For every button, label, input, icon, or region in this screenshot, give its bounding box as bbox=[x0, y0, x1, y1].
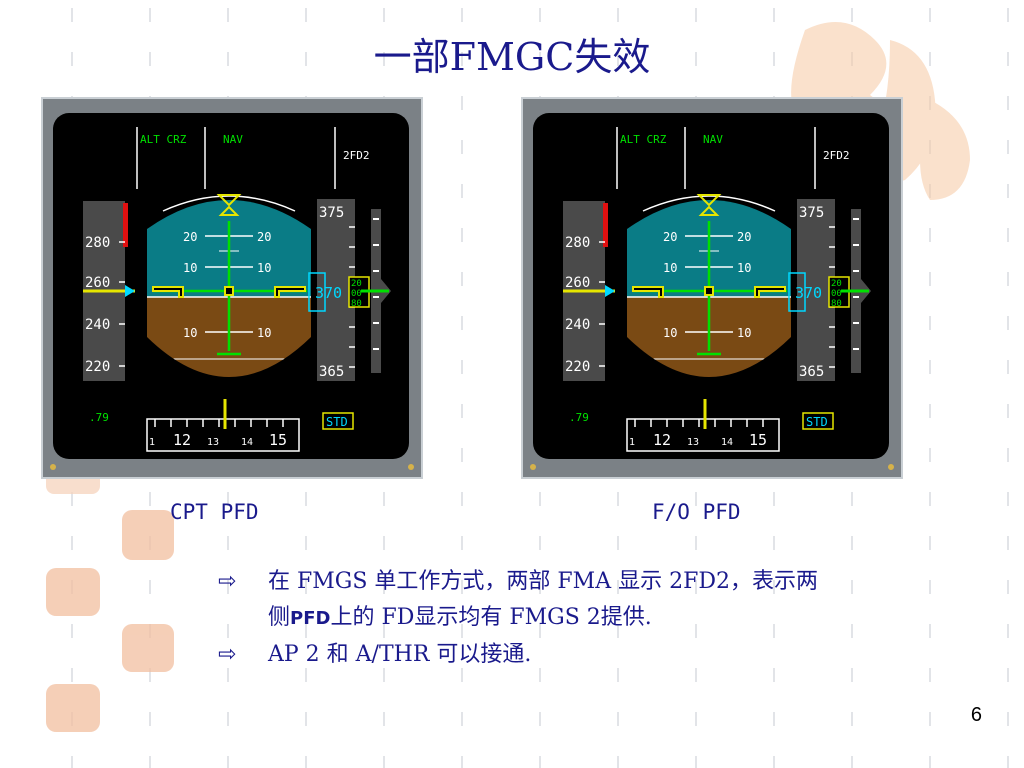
aircraft-wing-right bbox=[274, 286, 306, 298]
baro-setting: STD bbox=[806, 415, 828, 429]
altitude-tick-bottom: 365 bbox=[799, 364, 824, 380]
bank-pointer bbox=[696, 194, 722, 207]
fma-mode-alt: ALT CRZ bbox=[620, 133, 667, 146]
slide-title: 一部FMGC失效 bbox=[373, 35, 651, 79]
seal-stamp-icon bbox=[46, 470, 174, 732]
heading-tick-label: 1 bbox=[629, 437, 635, 448]
bullet-text-bold: PFD bbox=[290, 608, 331, 629]
pitch-label: 10 bbox=[257, 261, 271, 275]
altitude-tick-bottom: 365 bbox=[319, 364, 344, 380]
speed-tick-label: 260 bbox=[85, 275, 110, 291]
pitch-label: 20 bbox=[663, 230, 677, 244]
aircraft-center bbox=[224, 286, 234, 296]
altitude-tick-top: 375 bbox=[319, 205, 344, 221]
bullet-text-part: 上的 FD显示均有 FMGS 2提供. bbox=[330, 605, 652, 630]
speed-tick-label: 240 bbox=[85, 317, 110, 333]
page-number: 6 bbox=[970, 704, 982, 726]
heading-tape bbox=[626, 418, 780, 452]
fma-mode-nav: NAV bbox=[703, 133, 723, 146]
bullet-item: ⇨ 在 FMGS 单工作方式，两部 FMA 显示 2FD2，表示两 侧PFD上的… bbox=[218, 564, 938, 637]
altitude-drum-digit: 00 bbox=[831, 289, 842, 299]
speed-tick-label: 280 bbox=[565, 235, 590, 251]
heading-tick-label: 15 bbox=[749, 431, 767, 449]
mach-readout: .79 bbox=[89, 411, 109, 424]
heading-tick-label: 15 bbox=[269, 431, 287, 449]
heading-tick-label: 13 bbox=[207, 437, 219, 448]
screw bbox=[888, 464, 894, 470]
bullet-text-part: 在 FMGS 单工作方式，两部 FMA 显示 2FD2，表示两 bbox=[268, 569, 818, 594]
cpt-pfd-display: ALT CRZ NAV 2FD2 280 260 240 220 .79 20 20 10 10 10 1… bbox=[41, 97, 423, 479]
pitch-label: 20 bbox=[737, 230, 751, 244]
speed-tick-label: 280 bbox=[85, 235, 110, 251]
altitude-drum-digit: 20 bbox=[351, 279, 362, 289]
fma-mode-alt: ALT CRZ bbox=[140, 133, 187, 146]
bullet-text: AP 2 和 A/THR 可以接通. bbox=[268, 642, 532, 667]
altitude-target-box bbox=[788, 272, 806, 312]
vmax-band bbox=[603, 203, 608, 247]
pitch-label: 20 bbox=[183, 230, 197, 244]
fo-pfd-display: ALT CRZ NAV 2FD2 280 260 240 220 .79 20 20 10 10 10 1… bbox=[521, 97, 903, 479]
screw bbox=[408, 464, 414, 470]
cpt-pfd-caption: CPT PFD bbox=[170, 500, 259, 524]
baro-box bbox=[322, 412, 354, 430]
altitude-drum-digit: 80 bbox=[351, 299, 362, 309]
fma-fd-status: 2FD2 bbox=[823, 149, 850, 162]
pitch-label: 10 bbox=[663, 326, 677, 340]
screw bbox=[50, 464, 56, 470]
mach-readout: .79 bbox=[569, 411, 589, 424]
heading-tick-label: 14 bbox=[721, 437, 733, 448]
speed-tick-label: 240 bbox=[565, 317, 590, 333]
speed-tick-label: 220 bbox=[85, 359, 110, 375]
bullet-list: ⇨ 在 FMGS 单工作方式，两部 FMA 显示 2FD2，表示两 侧PFD上的… bbox=[218, 564, 938, 673]
pfd-svg: ALT CRZ NAV 2FD2 280 260 240 220 .79 20 20 10 10 10 1… bbox=[50, 113, 414, 470]
screw bbox=[530, 464, 536, 470]
fma-mode-nav: NAV bbox=[223, 133, 243, 146]
pitch-label: 10 bbox=[737, 326, 751, 340]
bullet-text: 在 FMGS 单工作方式，两部 FMA 显示 2FD2，表示两 侧PFD上的 F… bbox=[268, 564, 818, 637]
roll-index bbox=[218, 205, 240, 216]
pfd-svg: ALT CRZ NAV 2FD2 280 260 240 220 .79 20 20 10 10 10 1… bbox=[530, 113, 894, 470]
altitude-drum-digit: 00 bbox=[351, 289, 362, 299]
baro-setting: STD bbox=[326, 415, 348, 429]
pitch-label: 10 bbox=[737, 261, 751, 275]
altitude-drum-digit: 20 bbox=[831, 279, 842, 289]
pitch-label: 20 bbox=[257, 230, 271, 244]
altitude-drum-digit: 80 bbox=[831, 299, 842, 309]
speed-tick-label: 220 bbox=[565, 359, 590, 375]
hollow-arrow-icon: ⇨ bbox=[218, 569, 237, 594]
heading-tick-label: 1 bbox=[149, 437, 155, 448]
altitude-target-box bbox=[308, 272, 326, 312]
heading-tick-label: 12 bbox=[653, 431, 671, 449]
aircraft-center bbox=[704, 286, 714, 296]
altitude-tick-top: 375 bbox=[799, 205, 824, 221]
speed-tick-label: 260 bbox=[565, 275, 590, 291]
heading-tick-label: 13 bbox=[687, 437, 699, 448]
pitch-label: 10 bbox=[663, 261, 677, 275]
fma-fd-status: 2FD2 bbox=[343, 149, 370, 162]
aircraft-wing-left bbox=[632, 286, 664, 298]
bullet-text-part: 侧 bbox=[268, 605, 291, 630]
pitch-label: 10 bbox=[257, 326, 271, 340]
bank-pointer bbox=[216, 194, 242, 207]
pitch-label: 10 bbox=[183, 326, 197, 340]
hollow-arrow-icon: ⇨ bbox=[218, 642, 237, 667]
fo-pfd-caption: F/O PFD bbox=[652, 500, 741, 524]
heading-tape bbox=[146, 418, 300, 452]
roll-index bbox=[698, 205, 720, 216]
heading-tick-label: 14 bbox=[241, 437, 253, 448]
altitude-current: 370 bbox=[315, 284, 342, 302]
speed-target-marker bbox=[605, 285, 615, 297]
vmax-band bbox=[123, 203, 128, 247]
aircraft-wing-left bbox=[152, 286, 184, 298]
altitude-current: 370 bbox=[795, 284, 822, 302]
heading-tick-label: 12 bbox=[173, 431, 191, 449]
aircraft-wing-right bbox=[754, 286, 786, 298]
bullet-item: ⇨ AP 2 和 A/THR 可以接通. bbox=[218, 637, 938, 673]
speed-target-marker bbox=[125, 285, 135, 297]
pitch-label: 10 bbox=[183, 261, 197, 275]
baro-box bbox=[802, 412, 834, 430]
